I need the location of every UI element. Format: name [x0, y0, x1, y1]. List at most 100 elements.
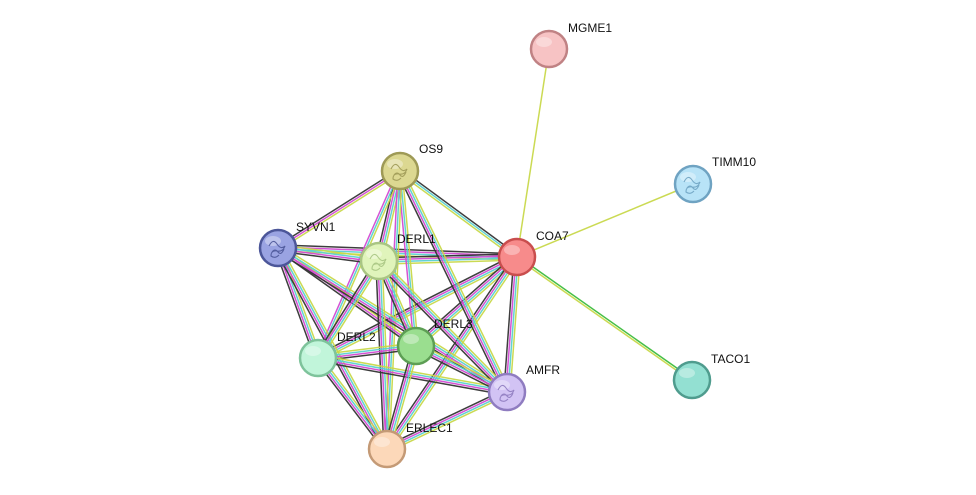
edge-evidence-line: [314, 359, 386, 452]
edge-evidence-line: [377, 261, 507, 394]
node-circle[interactable]: [673, 164, 713, 204]
node-derl2[interactable]: DERL2: [298, 330, 376, 378]
node-mgme1[interactable]: MGME1: [529, 21, 612, 69]
node-highlight: [305, 346, 321, 356]
node-highlight: [679, 368, 695, 378]
edge-evidence-line: [503, 256, 515, 392]
edge-evidence-line: [398, 172, 517, 260]
node-label: TIMM10: [712, 155, 756, 169]
edge-evidence-line: [385, 388, 506, 447]
edge-evidence-line: [318, 354, 508, 390]
edge-evidence-line: [399, 170, 417, 347]
edge-evidence-line: [378, 253, 517, 259]
edge-evidence-line: [517, 255, 694, 380]
node-circle[interactable]: [487, 372, 527, 412]
node-amfr[interactable]: AMFR: [487, 363, 560, 412]
edge-evidence-line: [315, 169, 399, 358]
node-circle[interactable]: [380, 151, 420, 191]
node-circle[interactable]: [672, 360, 712, 400]
edge-evidence-line: [402, 169, 511, 391]
edge-evidence-line: [516, 183, 694, 258]
edge-evidence-line: [379, 257, 518, 263]
node-taco1[interactable]: TACO1: [672, 352, 750, 400]
edge-evidence-line: [278, 247, 320, 358]
node-label: TACO1: [711, 352, 750, 366]
edge-evidence-line: [515, 257, 692, 382]
node-os9[interactable]: OS9: [380, 142, 443, 191]
edge-evidence-line: [399, 170, 518, 258]
node-derl3[interactable]: DERL3: [396, 317, 473, 366]
node-circle[interactable]: [367, 429, 407, 469]
edges-layer: [274, 48, 694, 453]
edge-evidence-line: [317, 255, 517, 358]
node-coa7[interactable]: COA7: [497, 229, 569, 277]
edge-evidence-line: [278, 244, 518, 255]
edge-evidence-line: [413, 254, 516, 345]
edge-evidence-line: [505, 256, 517, 392]
edge-evidence-line: [314, 258, 377, 357]
node-timm10[interactable]: TIMM10: [673, 155, 756, 204]
protein-structure-icon: [369, 253, 387, 271]
node-highlight: [374, 437, 390, 447]
edge-os9-erlec1: [384, 170, 403, 450]
edge-evidence-line: [377, 261, 387, 450]
edge-evidence-line: [278, 246, 508, 392]
edge-coa7-derl1: [378, 253, 518, 265]
edge-coa7-amfr: [503, 256, 521, 393]
node-circle[interactable]: [529, 29, 569, 69]
edge-derl2-amfr: [317, 354, 508, 396]
node-circle[interactable]: [298, 338, 338, 378]
edge-evidence-line: [320, 262, 383, 361]
node-syvn1[interactable]: SYVN1: [258, 220, 336, 268]
node-derl1[interactable]: DERL1: [359, 232, 436, 281]
edge-evidence-line: [398, 171, 507, 393]
node-label: COA7: [536, 229, 569, 243]
protein-structure-icon: [497, 384, 515, 402]
node-highlight: [403, 334, 419, 344]
edge-evidence-line: [400, 170, 509, 392]
edge-evidence-line: [278, 172, 402, 251]
protein-structure-icon: [390, 163, 408, 181]
edge-evidence-line: [401, 170, 419, 346]
edge-evidence-line: [400, 168, 519, 256]
node-label: MGME1: [568, 21, 612, 35]
edge-evidence-line: [317, 358, 507, 394]
node-highlight: [536, 37, 552, 47]
node-circle[interactable]: [359, 241, 399, 281]
edge-evidence-line: [507, 257, 519, 393]
node-circle[interactable]: [497, 237, 537, 277]
edge-evidence-line: [280, 246, 322, 358]
edge-evidence-line: [516, 48, 550, 258]
edge-os9-amfr: [396, 169, 511, 394]
node-label: ERLEC1: [406, 421, 453, 435]
node-label: DERL1: [397, 232, 436, 246]
edge-evidence-line: [319, 355, 391, 448]
edge-evidence-line: [318, 356, 508, 392]
edge-coa7-mgme1: [516, 48, 550, 258]
edge-evidence-line: [317, 170, 401, 359]
edge-evidence-line: [387, 392, 508, 451]
edge-coa7-taco1: [515, 255, 694, 382]
edge-evidence-line: [379, 259, 509, 392]
node-highlight: [504, 245, 520, 255]
edge-evidence-line: [276, 168, 400, 247]
node-erlec1[interactable]: ERLEC1: [367, 421, 453, 469]
node-circle[interactable]: [258, 228, 298, 268]
edge-syvn1-derl2: [274, 246, 322, 360]
edge-evidence-line: [280, 246, 391, 448]
node-circle[interactable]: [396, 326, 436, 366]
edge-derl1-erlec1: [375, 260, 391, 450]
edge-os9-syvn1: [276, 168, 402, 251]
edge-evidence-line: [319, 259, 519, 362]
protein-structure-icon: [683, 176, 701, 194]
edge-evidence-line: [276, 248, 318, 359]
edge-evidence-line: [384, 170, 399, 449]
edge-derl1-amfr: [376, 258, 510, 395]
node-label: DERL3: [434, 317, 473, 331]
edge-evidence-line: [381, 260, 391, 449]
edge-evidence-line: [318, 257, 518, 360]
edge-evidence-line: [388, 171, 403, 450]
edge-evidence-line: [378, 255, 517, 261]
